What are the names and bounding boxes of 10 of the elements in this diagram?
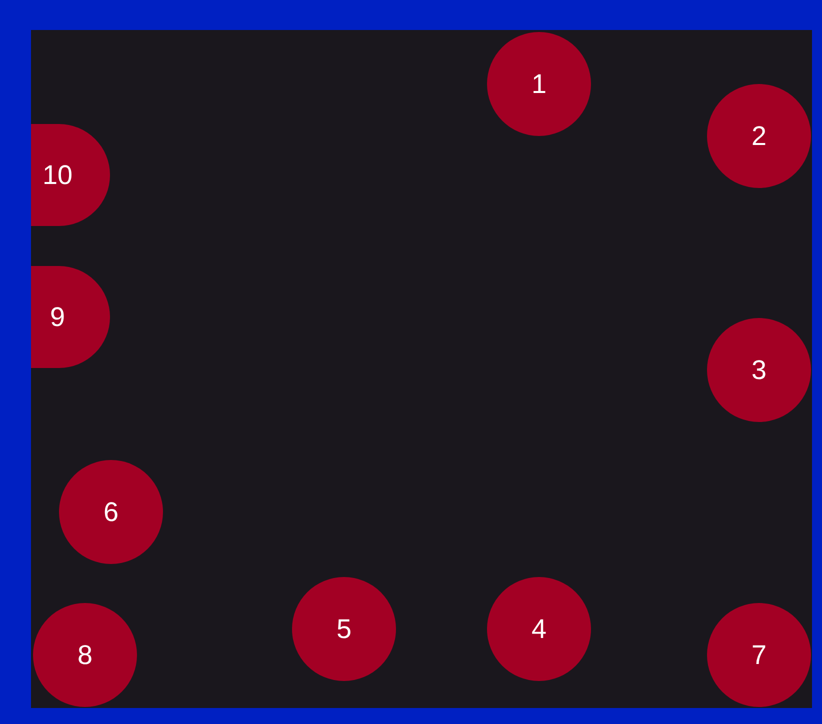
number-label: 1 — [531, 70, 547, 98]
number-label: 7 — [751, 642, 767, 668]
number-label: 4 — [531, 616, 547, 642]
number-label: 10 — [42, 162, 74, 188]
number-label: 9 — [50, 304, 66, 330]
number-label: 3 — [751, 356, 767, 384]
number-label: 8 — [77, 642, 93, 668]
number-label: 2 — [751, 122, 767, 150]
number-label: 6 — [103, 498, 119, 526]
number-label: 5 — [336, 616, 352, 642]
